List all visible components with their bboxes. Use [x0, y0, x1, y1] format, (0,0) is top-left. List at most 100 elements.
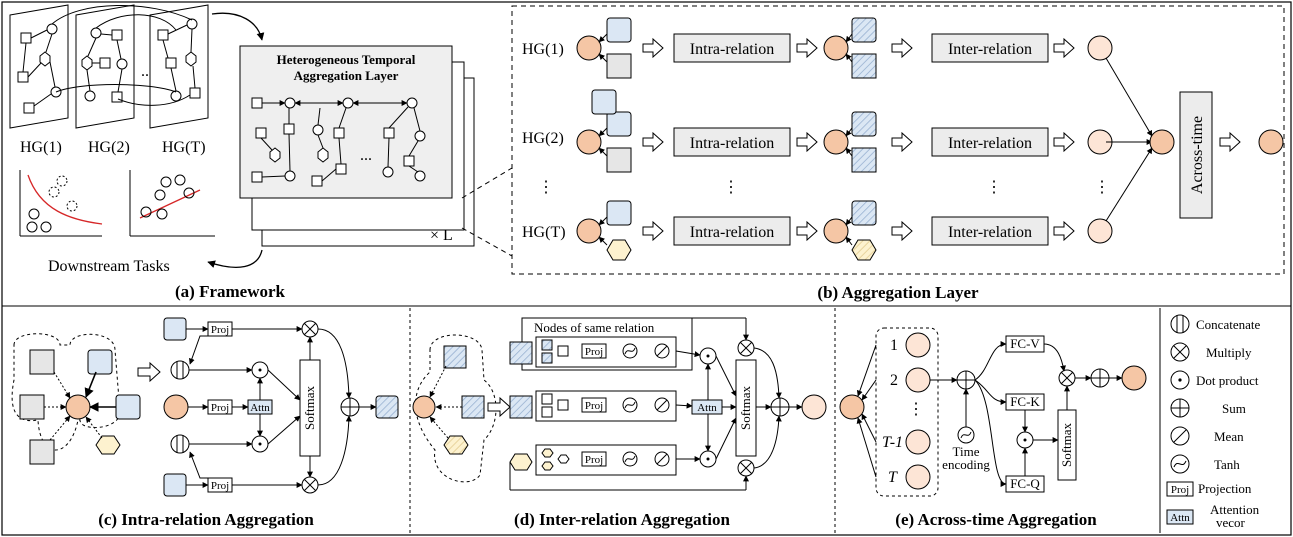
softmax-label: Softmax — [302, 385, 317, 430]
downstream-label: Downstream Tasks — [48, 258, 170, 275]
row-flow-arrow — [891, 131, 913, 153]
flow-arrow — [137, 361, 161, 383]
inter-title: Nodes of same relation — [534, 320, 655, 335]
inter-relation-label: Inter-relation — [948, 41, 1032, 58]
zoom-line — [461, 227, 513, 257]
times-l-label: × L — [430, 227, 453, 244]
graph-snapshot-t — [149, 4, 209, 129]
legend-attn-abbr: Attn — [1170, 512, 1190, 524]
inter-neighborhood-outline — [415, 334, 497, 483]
neighbor-gray — [29, 439, 55, 465]
hg-label-t: HG(T) — [162, 139, 206, 156]
legend: Concatenate Multiply Dot product Sum Mea… — [1166, 314, 1260, 530]
softmax-label: Softmax — [738, 385, 753, 430]
legend-projection: Projection — [1198, 481, 1252, 496]
row-flow-arrow — [796, 37, 818, 59]
row-neighbor-blue — [606, 17, 632, 43]
row-mid-node — [823, 218, 849, 244]
time-label-t-1: T-1 — [882, 434, 903, 451]
row-output-node — [1087, 35, 1113, 61]
caption-inter: (d) Inter-relation Aggregation — [514, 510, 730, 529]
row-flow-arrow — [1053, 37, 1075, 59]
panel-across-time: 1 2 ⋮ T-1 T Time encoding FC-V FC-K FC-Q… — [839, 327, 1147, 529]
proj-label: Proj — [585, 454, 603, 466]
row-target-node — [576, 129, 602, 155]
row-merge-arrow — [1105, 57, 1153, 137]
agg-row-label-1: HG(1) — [522, 41, 564, 58]
row-neighbor-blue — [591, 89, 617, 115]
row-flow-arrow — [796, 131, 818, 153]
concat-op — [170, 360, 190, 380]
intra-relation-label: Intra-relation — [690, 135, 774, 152]
panel-intra: Proj Proj Attn Proj Softmax — [11, 317, 399, 529]
caption-framework: (a) Framework — [175, 282, 286, 301]
output-arrow — [207, 249, 263, 268]
row-target-node — [576, 35, 602, 61]
caption-aggregation: (b) Aggregation Layer — [817, 283, 979, 302]
across-time-label: Across-time — [1189, 116, 1206, 194]
row-flow-arrow — [642, 131, 664, 153]
row-neighbor-blue — [606, 200, 632, 226]
agg-row-label-t: HG(T) — [522, 224, 566, 241]
legend-dot-product: Dot product — [1196, 373, 1259, 388]
final-flow-arrow — [1219, 131, 1241, 153]
neighbor-blue — [115, 394, 141, 420]
output-node — [1258, 129, 1284, 155]
row-neighbor-gray — [606, 147, 632, 173]
agg-vdots: ⋮ — [986, 179, 1002, 196]
inter-relation-box — [931, 33, 1049, 63]
fc-q-label: FC-Q — [1010, 476, 1040, 491]
fc-v-label: FC-V — [1010, 336, 1040, 351]
row-merge-arrow — [1105, 147, 1153, 222]
legend-tanh: Tanh — [1214, 457, 1240, 472]
layer-inner-graph — [251, 97, 426, 187]
input-arrow — [211, 12, 265, 41]
layer-title-1: Heterogeneous Temporal — [277, 52, 416, 67]
row-neighbor-hatched — [851, 53, 877, 79]
proj-label: Proj — [211, 480, 229, 492]
graph-snapshot-2 — [75, 4, 135, 129]
inter-relation-label: Inter-relation — [948, 135, 1032, 152]
hg-label-1: HG(1) — [20, 139, 62, 156]
intra-relation-box — [673, 216, 791, 246]
intra-relation-box — [673, 33, 791, 63]
row-neighbor-hatched-hex — [851, 239, 877, 261]
row-flow-arrow — [642, 37, 664, 59]
concatenate-icon — [1170, 314, 1190, 334]
legend-mean: Mean — [1214, 429, 1244, 444]
agg-vdots: ⋮ — [723, 179, 739, 196]
row-neighbor-hatched — [851, 111, 877, 137]
merged-node — [1149, 129, 1175, 155]
row-neighbor-gray — [606, 53, 632, 79]
across-time-box — [1179, 91, 1213, 219]
neighbor-blue — [87, 349, 113, 375]
softmax-label: Softmax — [1059, 422, 1074, 467]
temporal-arc — [95, 14, 177, 31]
time-encoding-label-2: encoding — [942, 457, 990, 472]
layer-ellipsis: ... — [360, 147, 372, 164]
temporal-arc — [117, 94, 191, 106]
legend-attention-2: vecor — [1216, 515, 1246, 530]
legend-multiply: Multiply — [1206, 345, 1252, 360]
caption-across: (e) Across-time Aggregation — [895, 510, 1097, 529]
neighbor-gray — [19, 394, 45, 420]
proj-label: Proj — [585, 346, 603, 358]
panel-inter: Nodes of same relation Proj Proj Proj — [412, 317, 827, 529]
intra-relation-label: Intra-relation — [690, 41, 774, 58]
downstream-plot-classification — [19, 170, 103, 237]
temporal-arc — [55, 84, 177, 93]
temporal-arc — [51, 4, 193, 25]
row-flow-arrow — [1053, 220, 1075, 242]
downstream-plot-regression — [129, 170, 215, 237]
attn-label: Attn — [697, 402, 717, 414]
row-flow-arrow — [642, 220, 664, 242]
inter-relation-box — [931, 127, 1049, 157]
layer-title-2: Aggregation Layer — [294, 68, 399, 83]
intra-relation-label: Intra-relation — [690, 224, 774, 241]
row-flow-arrow — [796, 220, 818, 242]
legend-attention-1: Attention — [1210, 502, 1260, 517]
projection-icon — [1166, 481, 1194, 497]
graph-snapshot-1 — [9, 4, 69, 129]
fc-k-label: FC-K — [1010, 394, 1040, 409]
